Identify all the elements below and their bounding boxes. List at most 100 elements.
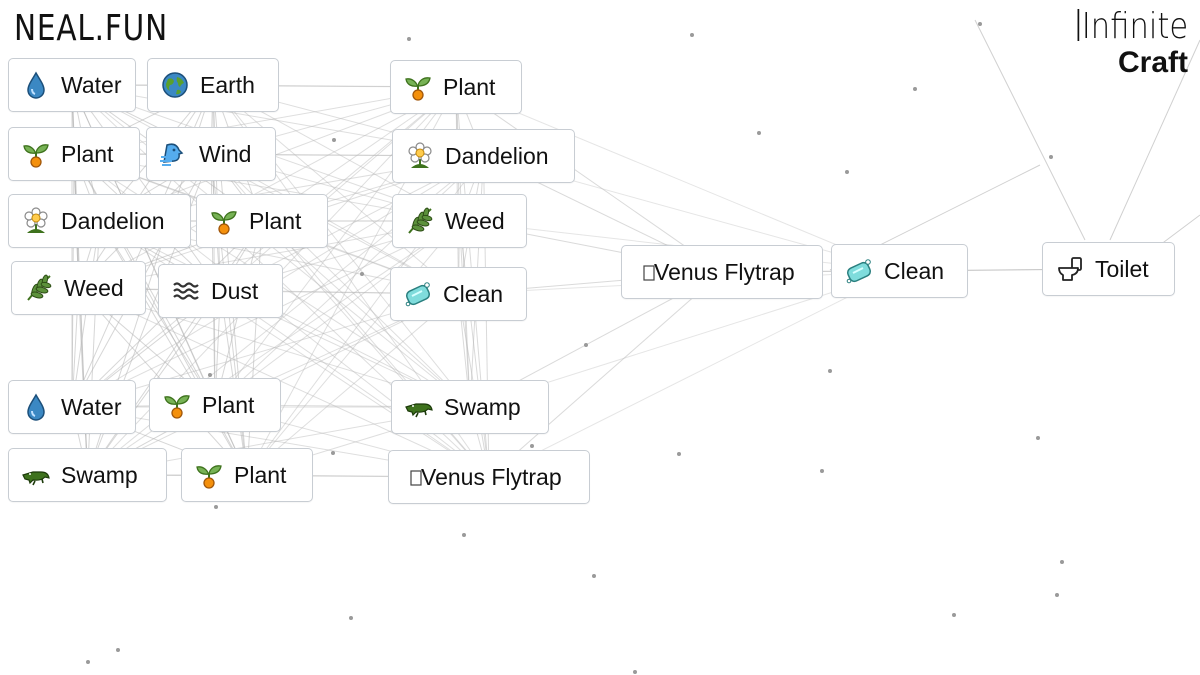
background-dot [828,369,832,373]
infinite-craft-logo: Infinite Craft [1058,8,1188,78]
item-water[interactable]: Water [8,380,136,434]
background-dot [820,469,824,473]
item-plant[interactable]: Plant [8,127,140,181]
connection-line [488,270,900,478]
connection-line [87,220,460,476]
item-venus-flytrap[interactable]: Venus Flytrap [388,450,590,504]
toilet-icon [1055,254,1085,284]
item-venus-flytrap[interactable]: Venus Flytrap [621,245,823,299]
neal-fun-logo[interactable]: NEAL.FUN [14,8,168,49]
background-dot [86,660,90,664]
missing-glyph-icon [634,257,655,287]
seedling-icon [209,206,239,236]
connection-line [1159,214,1200,246]
item-label: Dust [211,277,259,304]
item-swamp[interactable]: Swamp [8,448,167,502]
item-water[interactable]: Water [8,58,136,112]
item-swamp[interactable]: Swamp [391,380,549,434]
crocodile-icon [21,460,51,490]
item-dandelion[interactable]: Dandelion [392,129,575,183]
item-weed[interactable]: Weed [11,261,146,315]
seedling-icon [194,460,224,490]
connection-line [261,220,490,478]
item-label: Clean [443,280,504,307]
flower-icon [21,206,51,236]
background-dot [360,272,364,276]
background-dot [757,131,761,135]
background-dot [913,87,917,91]
connection-line [212,84,221,292]
seedling-icon [403,72,433,102]
item-plant[interactable]: Plant [149,378,281,432]
item-label: Swamp [61,461,138,488]
background-dot [462,533,466,537]
item-earth[interactable]: Earth [147,58,279,112]
item-clean[interactable]: Clean [831,244,968,298]
item-label: Water [61,71,122,98]
item-dandelion[interactable]: Dandelion [8,194,191,248]
item-label: Venus Flytrap [654,258,795,285]
background-dot [952,613,956,617]
item-wind[interactable]: Wind [146,127,276,181]
globe-icon [160,70,190,100]
connection-line [220,86,457,292]
background-dot [214,505,218,509]
soap-icon [844,256,874,286]
herb-icon [405,206,435,236]
background-dot [690,33,694,37]
background-dot [845,170,849,174]
connection-line [99,220,248,476]
connection-line [71,84,79,289]
item-label: Dandelion [445,142,549,169]
cursor-bar [1077,9,1080,41]
item-label: Plant [202,391,255,418]
item-label: Swamp [444,393,521,420]
item-label: Weed [64,274,124,301]
item-label: Toilet [1095,255,1149,282]
seedling-icon [162,390,192,420]
brand-line-2: Craft [1117,46,1188,79]
water-drop-icon [21,392,51,422]
background-dot [592,574,596,578]
item-clean[interactable]: Clean [390,267,527,321]
background-dot [349,616,353,620]
connection-line [78,84,214,289]
connection-line [99,220,490,478]
item-weed[interactable]: Weed [392,194,527,248]
background-dot [633,670,637,674]
soap-icon [403,279,433,309]
connection-line [246,220,460,476]
item-label: Plant [234,461,287,488]
item-label: Clean [884,257,945,284]
water-drop-icon [21,70,51,100]
item-dust[interactable]: Dust [158,264,283,318]
background-dot [1055,593,1059,597]
item-label: Earth [200,71,255,98]
seedling-icon [21,139,51,169]
background-dot [331,451,335,455]
crocodile-icon [404,392,434,422]
background-dot [332,138,336,142]
item-label: Water [61,393,122,420]
connection-line [459,220,490,478]
item-label: Plant [61,140,114,167]
item-plant[interactable]: Plant [196,194,328,248]
background-dot [530,444,534,448]
wind-face-icon [159,139,189,169]
background-dot [1060,560,1064,564]
item-label: Plant [249,207,302,234]
connection-line [246,220,263,476]
missing-glyph-icon [401,462,422,492]
background-dot [584,343,588,347]
item-toilet[interactable]: Toilet [1042,242,1175,296]
background-dot [116,648,120,652]
background-dot [1049,155,1053,159]
herb-icon [24,273,54,303]
flower-icon [405,141,435,171]
background-dot [208,373,212,377]
item-plant[interactable]: Plant [181,448,313,502]
item-label: Weed [445,207,505,234]
connection-line [455,86,459,295]
item-plant[interactable]: Plant [390,60,522,114]
